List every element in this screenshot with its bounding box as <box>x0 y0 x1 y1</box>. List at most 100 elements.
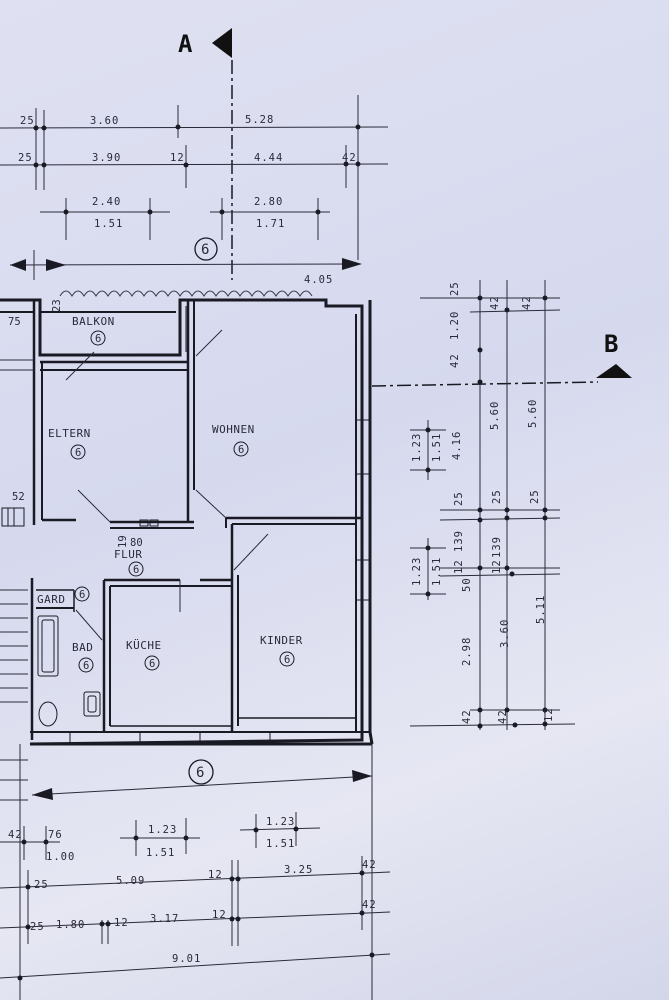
room-flur: FLUR 6 <box>114 548 144 577</box>
misc-75: 75 <box>8 316 21 328</box>
dim-b-r1-3: 1.23 <box>148 824 177 836</box>
dim-r-c5-3: 139 <box>491 536 503 558</box>
room-balkon-label: BALKON <box>72 315 115 328</box>
section-mark-a: A <box>178 28 233 280</box>
dim-r-c7-1: 42 <box>461 709 473 724</box>
interior-walls <box>30 300 362 740</box>
room-kinder-label: KINDER <box>260 634 303 647</box>
room-kinder: KINDER 6 <box>260 634 303 667</box>
dim-b-r3-5: 42 <box>362 899 377 911</box>
dim-top-r3b-0: 2.80 <box>254 196 283 208</box>
dim-r-c1-2: 1.20 <box>449 311 461 340</box>
dim-r-c5-1: 1.51 <box>431 557 443 586</box>
top-dimensions: 25 3.60 5.28 25 3.90 12 4.44 42 2.40 1.5… <box>0 95 389 260</box>
room-wohnen: WOHNEN 6 <box>212 423 255 457</box>
dim-b-r3-0: 25 <box>30 921 45 933</box>
room-gard: GARD 6 <box>37 586 90 606</box>
right-dimension-labels: 25 42 1.20 42 42 1.23 1.51 4.16 5.60 5.6… <box>411 281 555 724</box>
stair-hatch <box>0 359 34 801</box>
dim-r-c6-0: 2.98 <box>461 637 473 666</box>
misc-23: 23 <box>51 299 63 312</box>
sink <box>83 691 101 717</box>
room-kueche-label: KÜCHE <box>126 639 162 652</box>
dim-top-r1-2: 5.28 <box>245 114 274 126</box>
section-b-label: B <box>604 330 618 358</box>
room-eltern-number: 6 <box>75 447 81 459</box>
dim-b-r3-1: 1.80 <box>56 919 85 931</box>
dim-top-r2-3: 4.44 <box>254 152 283 164</box>
bottom-dimensions: 42 76 1.00 1.23 1.51 1.23 1.51 25 5.09 1… <box>0 812 391 981</box>
room-gard-label: GARD <box>37 593 66 606</box>
dim-b-r3-3: 3.17 <box>150 913 179 925</box>
dim-top-r3a-1: 1.51 <box>94 218 123 230</box>
misc-80: 80 <box>130 537 143 549</box>
room-kueche-number: 6 <box>149 658 155 670</box>
dim-r-c3-0: 5.60 <box>489 401 501 430</box>
dim-b-r2-4: 42 <box>362 859 377 871</box>
room-eltern-label: ELTERN <box>48 427 91 440</box>
axis-top-number: 6 <box>201 242 209 258</box>
dim-r-c2-0: 1.23 <box>411 433 423 462</box>
outer-walls <box>0 298 374 746</box>
toilet <box>38 701 58 727</box>
dim-top-r4-0: 4.05 <box>304 274 333 286</box>
balcony-railing <box>59 290 313 297</box>
room-flur-number: 6 <box>133 564 139 576</box>
dim-top-r3a-0: 2.40 <box>92 196 121 208</box>
dim-r-c6-1: 3.60 <box>499 619 511 648</box>
dim-b-r2-0: 25 <box>34 879 49 891</box>
room-balkon-number: 6 <box>95 333 101 345</box>
dim-top-r2-4: 42 <box>342 152 357 164</box>
dim-top-r3b-1: 1.71 <box>256 218 285 230</box>
dim-r-c4-1: 25 <box>491 489 503 504</box>
dim-r-c3-1: 5.60 <box>527 399 539 428</box>
axis-bottom-number: 6 <box>196 765 204 781</box>
bathtub <box>37 615 59 677</box>
windows <box>69 306 370 744</box>
room-bad-label: BAD <box>72 641 93 654</box>
dim-r-c1-0: 25 <box>449 281 461 296</box>
section-b-arrow-icon <box>596 364 632 378</box>
dim-r-c2-2: 4.16 <box>451 431 463 460</box>
dim-b-r4-0: 9.01 <box>172 953 201 965</box>
dim-r-c6-2: 5.11 <box>535 595 547 624</box>
room-kueche: KÜCHE 6 <box>126 639 162 671</box>
dim-r-c5-0: 1.23 <box>411 557 423 586</box>
dim-b-r2-2: 12 <box>208 869 223 881</box>
misc-52: 52 <box>12 491 25 503</box>
dim-top-r2-2: 12 <box>170 152 185 164</box>
dim-b-r1-0: 42 <box>8 829 23 841</box>
section-a-label: A <box>178 30 193 58</box>
dim-r-c7-2: 42 <box>497 709 509 724</box>
section-a-arrow-icon <box>212 28 232 58</box>
dim-r-c1-3: 42 <box>521 295 533 310</box>
room-bad: BAD 6 <box>72 641 94 673</box>
dim-r-c4-0: 25 <box>453 491 465 506</box>
right-dimensions <box>409 280 576 730</box>
dim-b-r1-1: 76 <box>48 829 63 841</box>
dim-b-r3-2: 12 <box>114 917 129 929</box>
dim-r-c1-1: 42 <box>489 295 501 310</box>
fixtures <box>1 507 159 727</box>
dim-top-r1-0: 25 <box>20 115 35 127</box>
dim-r-c2-1: 1.51 <box>431 433 443 462</box>
room-balkon: BALKON 6 <box>72 315 115 346</box>
right-dimension-dots <box>425 295 548 729</box>
dim-b-r1-5: 1.23 <box>266 816 295 828</box>
section-mark-b: B <box>371 330 632 387</box>
dim-r-c5-4: 12 <box>453 559 465 574</box>
left-neighbor-fixture <box>1 507 25 527</box>
dim-r-c5-2: 139 <box>453 530 465 552</box>
misc-19: 19 <box>117 535 129 548</box>
room-gard-number: 6 <box>79 589 85 601</box>
dim-top-r2-1: 3.90 <box>92 152 121 164</box>
dim-r-c6-extra: 12 <box>543 707 555 722</box>
door-swings <box>65 329 269 641</box>
dim-b-r1-2: 1.00 <box>46 851 75 863</box>
dim-r-c7-0: 42 <box>449 353 461 368</box>
room-kinder-number: 6 <box>284 654 290 666</box>
axis-marker-top: 6 4.05 <box>9 237 362 286</box>
room-wohnen-label: WOHNEN <box>212 423 255 436</box>
section-b-line <box>371 381 599 387</box>
